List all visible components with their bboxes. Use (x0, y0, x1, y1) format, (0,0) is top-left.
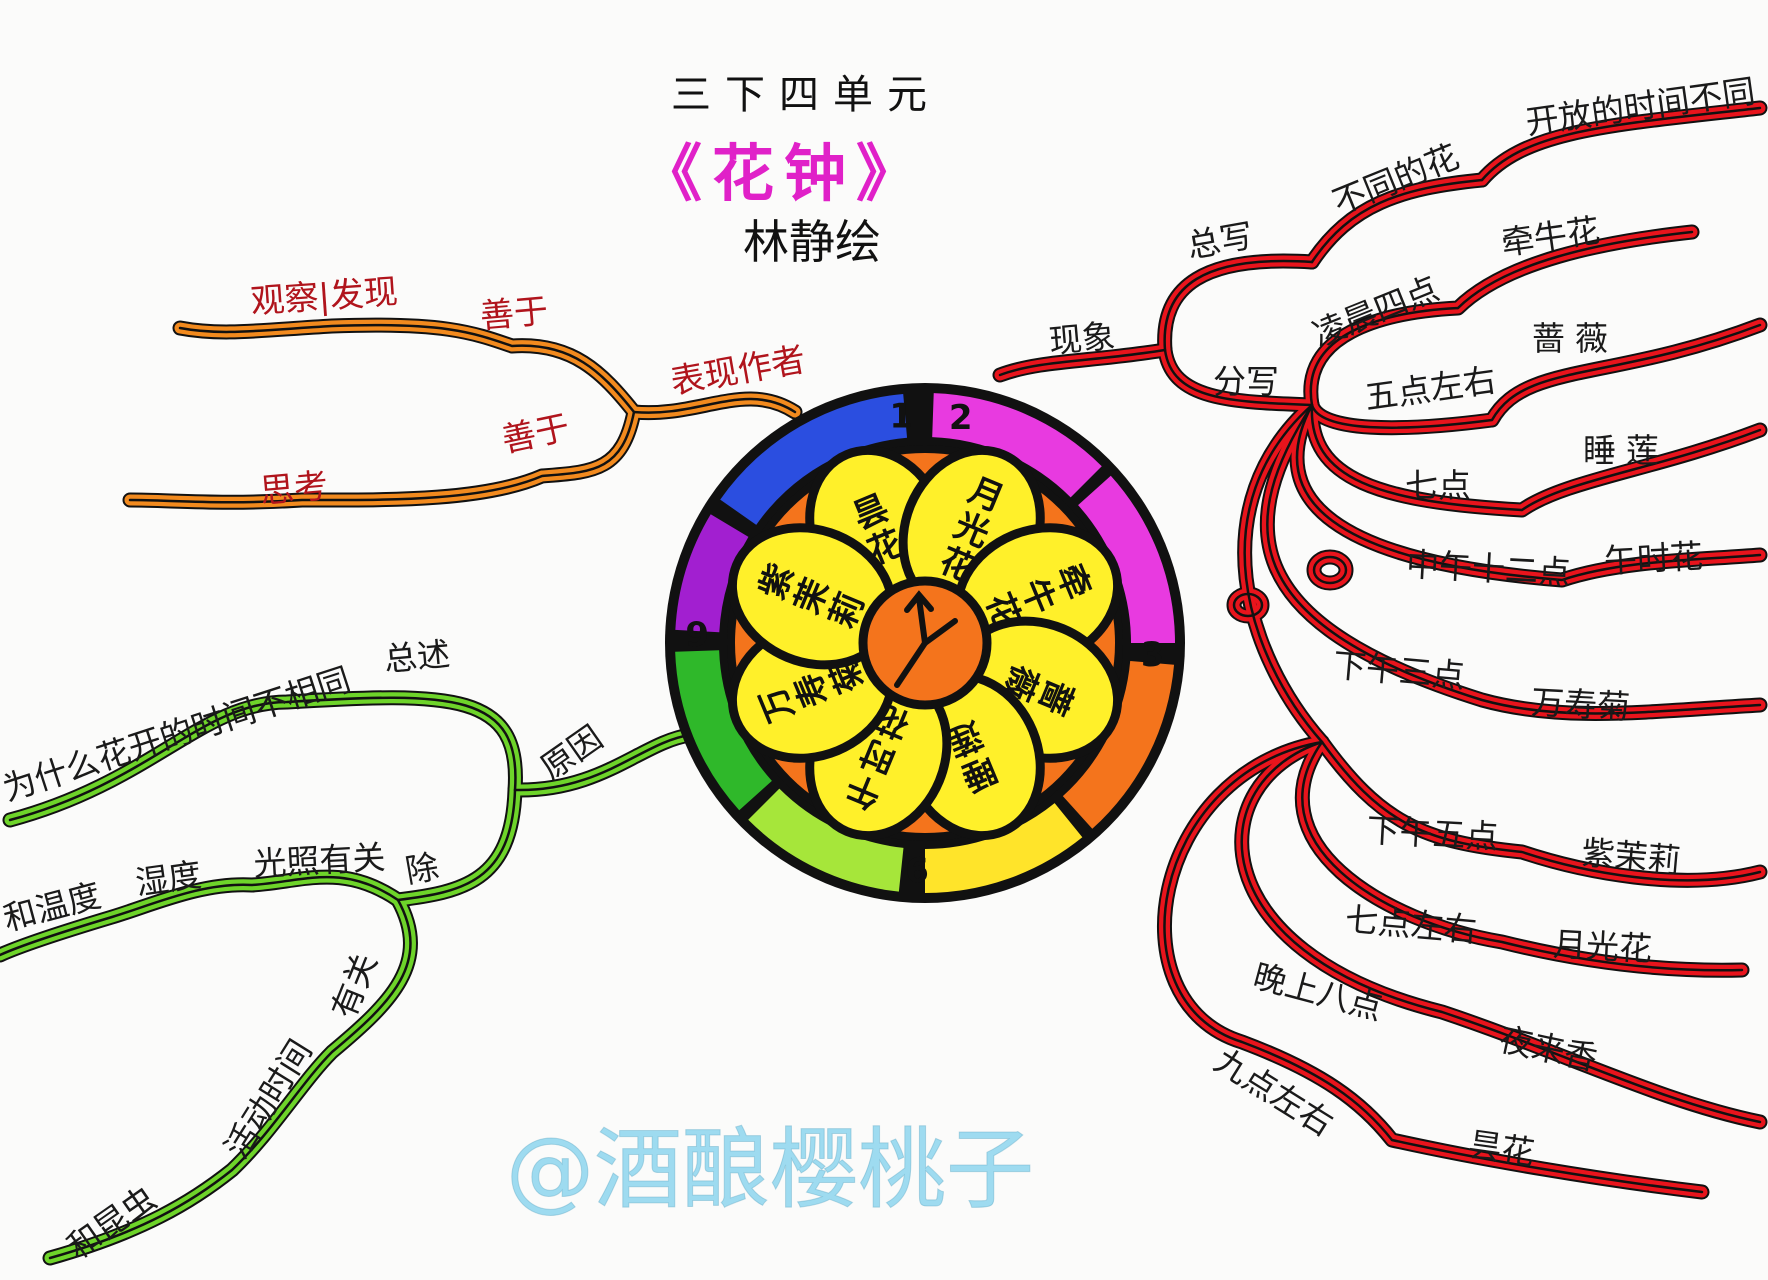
overview-open-time-differs: 开放的时间不同 (1523, 71, 1757, 142)
clock-ring-segment (675, 650, 772, 811)
branch-outline (172, 317, 642, 420)
branch-center-line (128, 410, 636, 504)
overview-different-flowers: 不同的花 (1327, 137, 1464, 223)
clock-number: 2 (949, 398, 973, 438)
clock-ring-segment (675, 514, 749, 633)
author-upper-leaf: 观察|发现 (249, 272, 399, 322)
branch-center-line (1232, 592, 1264, 618)
branch-center-line (632, 397, 797, 414)
detail-flower-8: 夜来香 (1496, 1019, 1601, 1078)
detail-flower-3: 睡莲 (1583, 431, 1669, 470)
phenomenon-branch-label: 现象 (1047, 316, 1116, 361)
reason-summary-tag: 总述 (382, 634, 451, 679)
detail-flower-9: 昙花 (1466, 1125, 1537, 1173)
branch-center-line (178, 323, 636, 414)
clock-ring-segment (1078, 475, 1175, 643)
branch-outline (1157, 253, 1320, 358)
detail-time-1: 凌晨四点 (1307, 269, 1444, 355)
branch-center-line (1312, 555, 1348, 585)
branch-center-line (1295, 403, 1762, 582)
branch-center-line (48, 898, 412, 1260)
branch-center-line (1243, 403, 1324, 744)
branch-center-line (1301, 740, 1744, 972)
detail-flower-4: 午时花 (1603, 536, 1704, 580)
clock-ring-segment (932, 393, 1102, 498)
branch-center-line (1310, 403, 1762, 512)
clock-ring-segments (675, 393, 1175, 893)
branch-center-line (1320, 740, 1762, 882)
clock-ring-segment (925, 803, 1083, 893)
detail-time-6: 下午五点 (1366, 811, 1500, 857)
clock-hands-icon (894, 590, 958, 688)
author-lower-link: 善于 (498, 408, 573, 461)
detail-time-4: 中午十二点 (1405, 545, 1572, 593)
detail-label: 分写 (1213, 362, 1279, 401)
clock-number: 3 (1141, 635, 1165, 675)
branch-item-8 (1236, 736, 1766, 1128)
clock-ring-segment (1062, 660, 1175, 829)
clock-ring-segment (720, 393, 908, 525)
clock-petal: 紫茉莉 (727, 523, 897, 670)
clock-number: 1 (889, 396, 913, 436)
branch-center-line (513, 733, 692, 792)
lesson-title: 《花钟》 (640, 137, 928, 210)
reason-lower-activity-time: 活动时间 (217, 1033, 320, 1166)
clock-number: 6 (905, 851, 929, 891)
detail-flower-7: 月光花 (1552, 924, 1653, 968)
branch-center-line (0, 788, 517, 957)
clock-ring-segment (748, 788, 904, 892)
branch-center-line (1310, 178, 1484, 264)
branch-center-line (998, 348, 1167, 377)
branch-center-line (1480, 106, 1762, 182)
branch-center-line (1163, 259, 1314, 352)
detail-flower-5: 万寿菊 (1530, 682, 1631, 726)
reason-summary-leaf: 为什么花开的时间不相同 (0, 659, 355, 808)
branch-center-line (1266, 403, 1762, 715)
branch-lines (0, 100, 1768, 1266)
watermark: @酒酿樱桃子 (506, 1118, 1034, 1221)
unit-title: 三下四单元 (671, 72, 941, 118)
clock-number: 9 (685, 615, 709, 655)
detail-time-3: 七点 (1405, 466, 1471, 505)
detail-time-5: 下午三点 (1332, 645, 1467, 695)
detail-flower-2: 蔷薇 (1532, 319, 1618, 358)
branch-overview (1159, 255, 1318, 356)
detail-flower-6: 紫茉莉 (1580, 833, 1682, 880)
branch-center-line (1240, 740, 1762, 1124)
author-lower-leaf: 思考 (258, 466, 329, 512)
author-upper-link: 善于 (478, 291, 549, 337)
branch-center-line (8, 696, 517, 822)
branch-center-line (1163, 348, 1314, 407)
branch-center-line (1163, 740, 1704, 1194)
detail-time-2: 五点左右 (1362, 360, 1498, 417)
branch-outline (1234, 734, 1768, 1130)
detail-time-7: 七点左右 (1344, 899, 1479, 949)
branch-center-line (1310, 323, 1762, 429)
reason-middle-except: 除 (402, 847, 441, 891)
author-credit: 林静绘 (743, 215, 881, 269)
reason-middle-humidity: 湿度 (133, 855, 204, 903)
branch-center-line (1309, 230, 1694, 407)
reason-middle-light: 光照有关 (252, 838, 386, 884)
